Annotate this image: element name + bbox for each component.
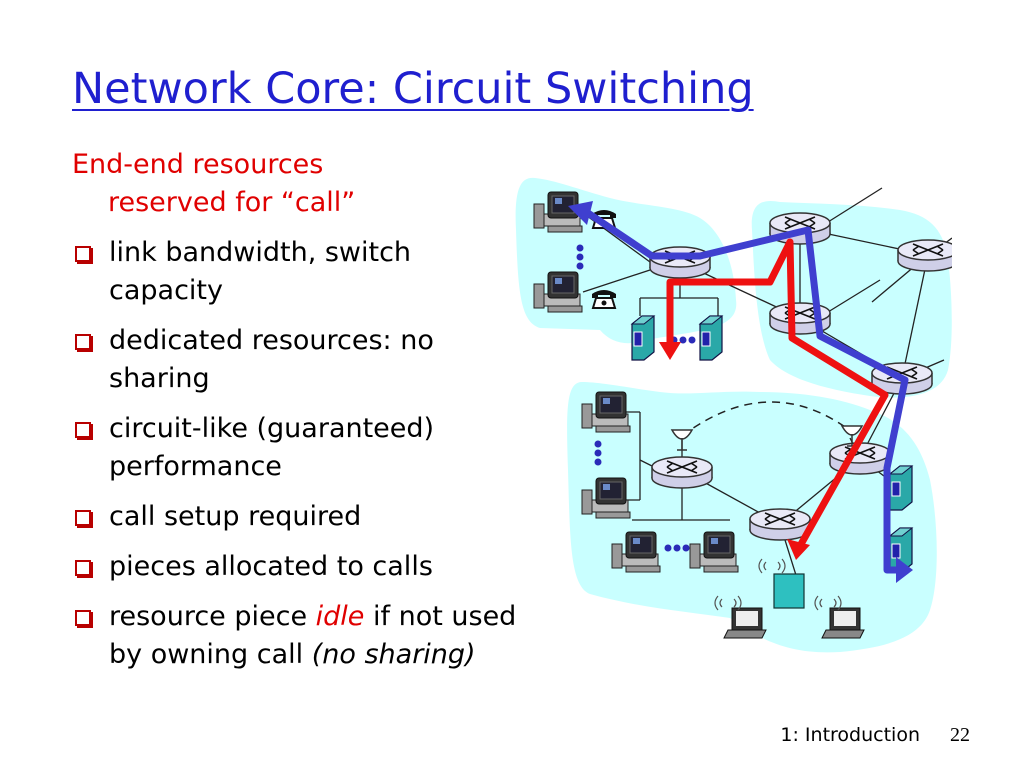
router-icon (749, 508, 811, 541)
bullet-text-mid: if not used by owning call (109, 601, 517, 670)
bullet-item: circuit-like (guaranteed) performance (72, 410, 522, 486)
circuit-path-red (666, 238, 889, 548)
bullet-text-pre: resource piece (109, 601, 316, 632)
bullet-text-idle: idle (315, 601, 365, 632)
server-icon (699, 315, 723, 361)
bullet-text: dedicated resources: no sharing (109, 325, 434, 394)
bullet-marker-icon (75, 422, 91, 438)
red-arrowhead-icon (787, 539, 810, 560)
server-icon (631, 315, 655, 361)
page-number: 22 (950, 724, 970, 746)
footer-section-label: 1: Introduction (780, 724, 920, 746)
bullet-item: link bandwidth, switch capacity (72, 234, 522, 310)
telephone-icon (591, 289, 617, 309)
red-arrowhead-icon (659, 342, 681, 360)
bullet-marker-icon (75, 510, 91, 526)
bullet-marker-icon (75, 610, 91, 626)
bullet-text: pieces allocated to calls (109, 551, 433, 582)
bullet-text: call setup required (109, 501, 362, 532)
bullet-marker-icon (75, 246, 91, 262)
router-icon (649, 246, 711, 279)
blue-arrowhead-icon (568, 201, 593, 225)
router-icon (829, 442, 891, 475)
bullet-text-no-sharing: (no sharing) (311, 639, 476, 670)
bullet-item: dedicated resources: no sharing (72, 322, 522, 398)
bullet-item: call setup required (72, 498, 522, 536)
circuit-switching-diagram (515, 177, 952, 653)
bullet-item: pieces allocated to calls (72, 548, 522, 586)
ellipsis-dots (576, 244, 696, 552)
server-icon (889, 465, 913, 511)
router-icon (651, 456, 713, 489)
satellite-link-dashed (681, 401, 853, 437)
slide-title: Network Core: Circuit Switching (72, 64, 754, 114)
circuit-path-blue (586, 210, 909, 574)
intro-line-2: reserved for “call” (108, 187, 356, 218)
wireless-access-point-icon (773, 573, 805, 609)
bullet-text: circuit-like (guaranteed) performance (109, 413, 435, 482)
bullet-item: resource piece idle if not used by ownin… (72, 598, 522, 674)
bullet-list: link bandwidth, switch capacity dedicate… (72, 234, 522, 686)
intro-text: End-end resources reserved for “call” (72, 146, 472, 222)
router-icon (897, 239, 952, 272)
bullet-text: link bandwidth, switch capacity (109, 237, 412, 306)
intro-line-1: End-end resources (72, 149, 324, 180)
bullet-marker-icon (75, 560, 91, 576)
bullet-marker-icon (75, 334, 91, 350)
blue-arrowhead-icon (896, 557, 913, 583)
